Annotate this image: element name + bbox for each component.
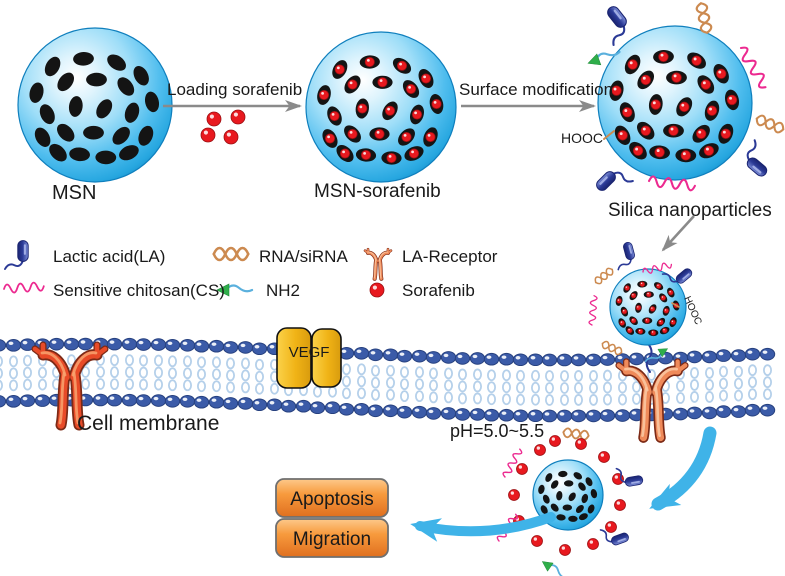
lactic-acid-icon xyxy=(599,529,629,546)
chitosan-coil-icon xyxy=(647,175,696,192)
effect-arrow xyxy=(410,512,556,542)
msn-sorafenib-label: MSN-sorafenib xyxy=(314,181,441,202)
rna-helix-icon xyxy=(594,267,614,285)
la-receptor-bound xyxy=(615,358,689,443)
lactic-acid-icon xyxy=(617,241,635,271)
legend-nh2-icon xyxy=(216,283,254,297)
vegf-label: VEGF xyxy=(289,344,330,361)
apoptosis-box-shape xyxy=(275,478,389,518)
migration-box: Migration xyxy=(275,518,389,558)
lactic-acid-icon xyxy=(607,6,627,47)
released-sorafenib-dots xyxy=(508,435,626,556)
legend-sorafenib-icon xyxy=(369,282,385,298)
surface-molecules xyxy=(3,2,785,576)
legend-la-receptor-label: LA-Receptor xyxy=(402,247,498,266)
apoptosis-label: Apoptosis xyxy=(290,489,373,510)
surface-modification-label: Surface modification xyxy=(459,80,613,99)
rna-helix-icon xyxy=(601,340,623,356)
legend-chitosan-label: Sensitive chitosan(CS) xyxy=(53,281,225,300)
legend-la-receptor-icon xyxy=(363,247,393,281)
lactic-acid-icon xyxy=(746,139,768,177)
loading-sorafenib-label: Loading sorafenib xyxy=(167,80,302,99)
legend-rna-icon xyxy=(212,246,250,262)
loading-sorafenib-dots xyxy=(200,109,246,145)
nh2-icon xyxy=(644,348,669,363)
la-receptor-left xyxy=(31,341,109,431)
membrane-proteins xyxy=(31,327,689,443)
chitosan-coil-icon xyxy=(502,448,523,478)
migration-label: Migration xyxy=(293,529,371,550)
chitosan-coil-icon xyxy=(739,46,767,89)
nh2-icon xyxy=(541,561,567,576)
legend-rna-label: RNA/siRNA xyxy=(259,247,348,266)
uptake-arrow xyxy=(649,426,717,511)
nh2-icon xyxy=(587,50,621,66)
msn-sorafenib-sphere xyxy=(305,31,457,183)
lactic-acid-icon xyxy=(661,268,693,284)
msn-sphere xyxy=(17,27,173,183)
binding-arrow xyxy=(661,215,695,252)
ph-label: pH=5.0~5.5 xyxy=(450,421,544,441)
cell-membrane-label: Cell membrane xyxy=(77,412,219,435)
legend-nh2-label: NH2 xyxy=(266,281,300,300)
silica-nanoparticle-sphere xyxy=(597,25,753,181)
lactic-acid-icon xyxy=(615,467,644,487)
apoptosis-box: Apoptosis xyxy=(275,478,389,518)
legend-chitosan-icon xyxy=(3,281,45,294)
chitosan-coil-icon xyxy=(588,295,598,326)
lactic-acid-icon xyxy=(596,171,634,191)
rna-helix-icon xyxy=(755,114,785,134)
process-arrows xyxy=(163,100,717,542)
migration-box-shape xyxy=(275,518,389,558)
bound-nanoparticle-sphere xyxy=(609,268,687,346)
msn-label: MSN xyxy=(52,182,96,204)
rna-helix-icon xyxy=(695,2,713,34)
legend-sorafenib-label: Sorafenib xyxy=(402,281,475,300)
silica-nanoparticles-label: Silica nanoparticles xyxy=(608,200,772,221)
rna-helix-icon xyxy=(562,427,590,441)
nanoparticles xyxy=(17,25,753,531)
hooc-label: HOOC xyxy=(561,130,603,146)
chitosan-coil-icon xyxy=(642,262,673,274)
legend-lactic-acid-label: Lactic acid(LA) xyxy=(53,247,165,266)
legend-lactic-acid-icon xyxy=(3,240,29,271)
vegf-box xyxy=(276,327,342,389)
